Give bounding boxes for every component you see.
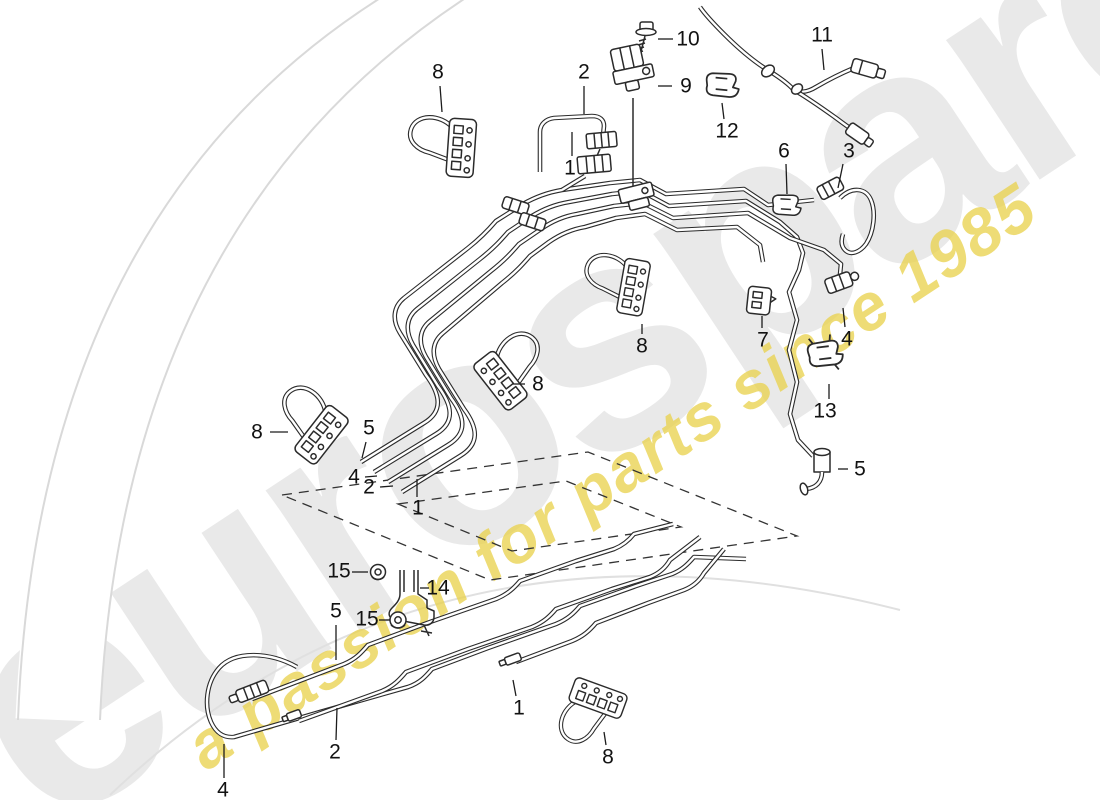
callout-leader [335, 707, 338, 741]
union-nut [585, 130, 618, 150]
callout-leader [842, 307, 846, 328]
quick-connector-2 [228, 679, 270, 704]
watermark-swoosh-band [15, 0, 474, 722]
retainer-clip-8 [555, 677, 628, 754]
clip-13 [806, 334, 844, 370]
watermark-swoosh-edge-inner [99, 0, 465, 721]
callout-leader-lines [223, 38, 848, 778]
clip-6 [771, 194, 802, 217]
lower-fuel-line-assembly [204, 521, 747, 740]
watermark-arc [109, 575, 901, 796]
upper-fuel-line-bundle [359, 177, 844, 494]
callout-leader [603, 731, 607, 746]
fuel-hose-11 [698, 5, 887, 148]
hose-fitting [816, 176, 845, 201]
valve-9-body [609, 43, 655, 92]
fuel-hose-3 [816, 176, 877, 256]
callout-leader [361, 441, 367, 459]
pipe-nipple-1 [498, 652, 522, 667]
callout-leader [785, 163, 788, 195]
callout-leader [439, 85, 443, 113]
elbow-fitting-5 [799, 447, 831, 496]
screw-10-icon [635, 21, 657, 56]
mount-bracket [617, 181, 655, 211]
retainer-clip-8 [407, 115, 476, 177]
clip-7 [745, 285, 777, 316]
hose-connector [850, 57, 887, 80]
nut-15 [369, 563, 387, 581]
quick-connector-4 [824, 271, 860, 295]
inline-connector [501, 196, 530, 216]
callout-leader [721, 102, 725, 120]
bracket-14 [388, 570, 435, 637]
hose-end-fitting [844, 122, 874, 148]
watermark-swoosh-edge-outer [17, 0, 380, 721]
callout-leader [379, 485, 394, 488]
callout-leader [821, 48, 825, 71]
nut-15 [389, 611, 407, 629]
valve-9-assembly [609, 21, 657, 211]
fuel-pipe-2-with-unions [537, 113, 618, 192]
union-nut [576, 153, 612, 175]
pipe-nipple [281, 709, 303, 723]
clip-12 [705, 72, 740, 98]
callout-leader [837, 163, 844, 189]
inline-connector [518, 212, 547, 232]
assembly-boundary-dashed [279, 451, 800, 581]
callout-leader [512, 679, 517, 697]
callout-leader [364, 475, 378, 478]
